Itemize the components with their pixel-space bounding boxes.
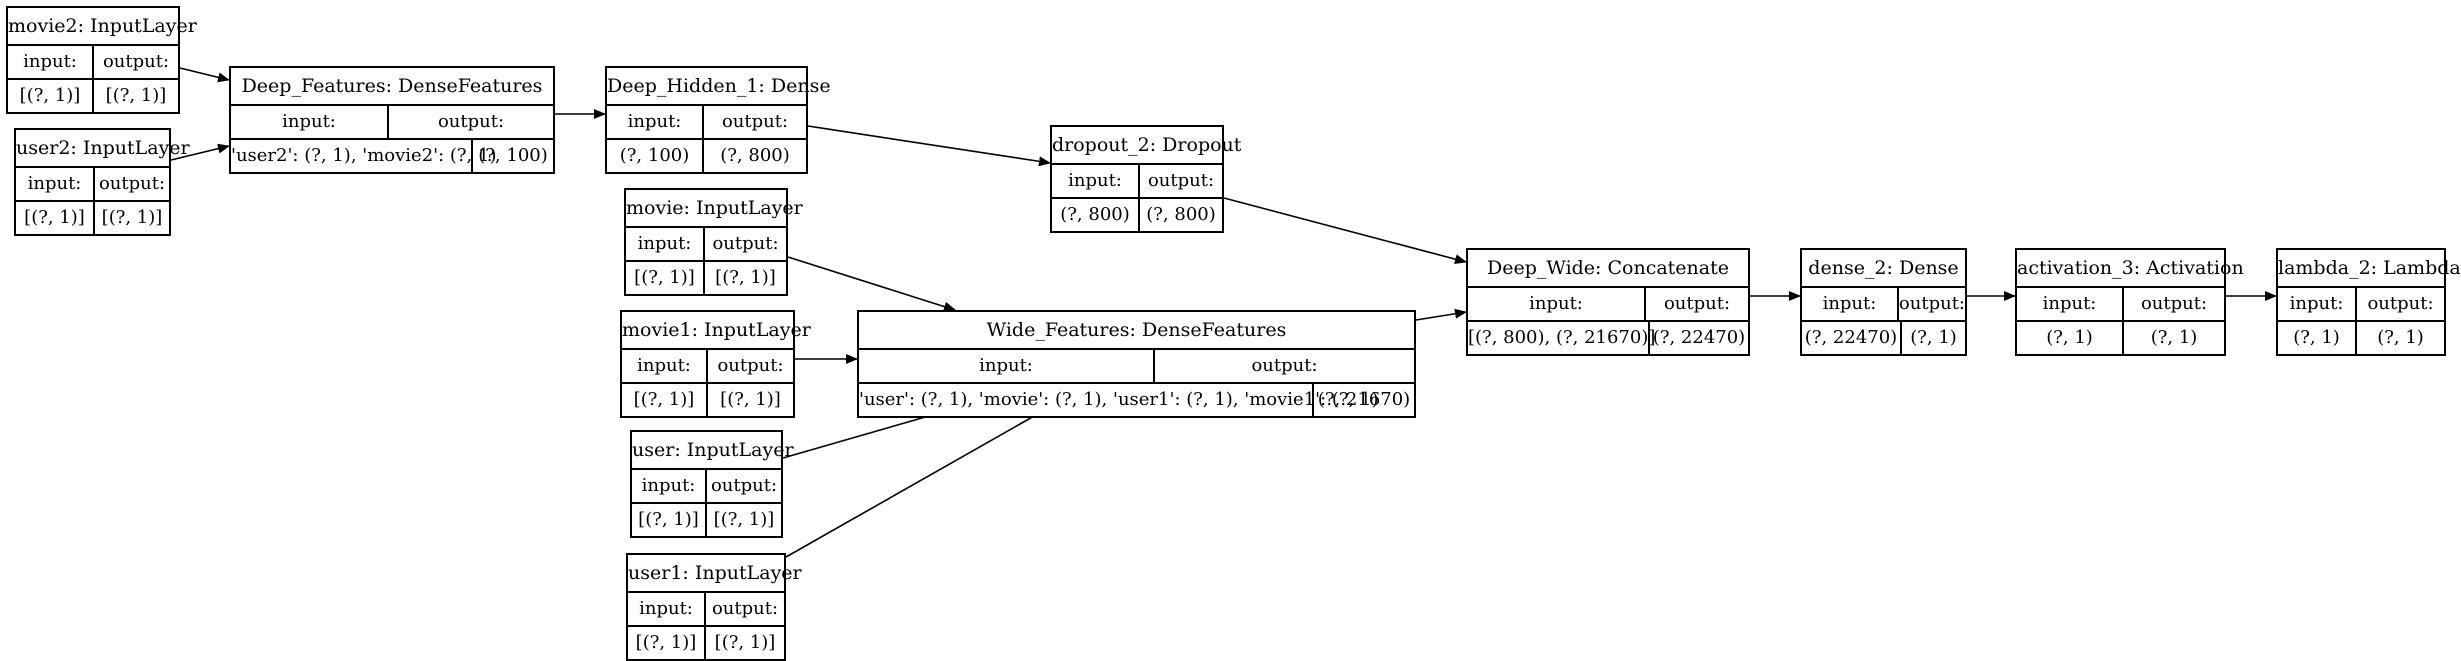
layer-node-dropout: dropout_2: Dropout input: output: (?, 800… [1050, 125, 1241, 233]
output-shape: [(?, 1)] [92, 80, 178, 112]
layer-node-deep-wide: Deep_Wide: Concatenate input: output: [(?… [1466, 248, 1750, 356]
input-shape: (?, 1) [2046, 327, 2093, 348]
layer-title: dropout_2: Dropout [1052, 127, 1241, 165]
input-label: input: [1822, 293, 1877, 314]
layer-title: user1: InputLayer [628, 555, 802, 593]
edge-dropout-to-deep-wide [1223, 197, 1467, 265]
output-label: output: [2355, 288, 2444, 320]
layer-title: movie2: InputLayer [8, 8, 197, 46]
output-label: output: [1896, 288, 1965, 320]
edge-movie2-to-deep-features [179, 67, 230, 83]
layer-node-activation: activation_3: Activation input: output: (… [2015, 248, 2244, 356]
layer-title: Wide_Features: DenseFeatures [859, 312, 1414, 350]
layer-title: lambda_2: Lambda [2278, 250, 2461, 288]
edge-user2-to-deep-features [170, 143, 230, 161]
output-label: output: [2122, 288, 2224, 320]
input-shape: [(?, 800), (?, 21670)] [1468, 327, 1656, 348]
layer-title: dense_2: Dense [1802, 250, 1965, 288]
input-shape: (?, 800) [1060, 204, 1130, 225]
output-label: output: [387, 106, 553, 138]
output-label: output: [702, 106, 806, 138]
output-shape: [(?, 1)] [703, 262, 786, 294]
input-label: input: [2042, 293, 2097, 314]
output-shape: [(?, 1)] [704, 627, 784, 659]
layer-node-dense: dense_2: Dense input: output: (?, 22470)(… [1800, 248, 1967, 356]
input-shape: (?, 22470) [1804, 327, 1898, 348]
edge-movie-to-wide-features [787, 256, 956, 312]
input-shape: [(?, 1)] [635, 632, 697, 653]
output-shape: (?, 22470) [1648, 322, 1748, 354]
input-shape: 'user2': (?, 1), 'movie2': (?, 1) [231, 145, 497, 166]
input-shape: [(?, 1)] [24, 207, 85, 228]
layer-title: movie1: InputLayer [622, 312, 811, 350]
output-shape: (?, 1) [2122, 322, 2224, 354]
input-label: input: [979, 355, 1033, 376]
layer-title: movie: InputLayer [626, 190, 803, 228]
layer-node-user2: user2: InputLayer input: output: [(?, 1)]… [14, 128, 190, 236]
output-label: output: [1644, 288, 1748, 320]
input-shape: [(?, 1)] [633, 389, 695, 410]
layer-title: Deep_Wide: Concatenate [1468, 250, 1748, 288]
layer-node-deep-features: Deep_Features: DenseFeatures input: outpu… [229, 66, 555, 174]
layer-title: user2: InputLayer [16, 130, 190, 168]
input-shape: [(?, 1)] [634, 267, 695, 288]
input-shape: 'user': (?, 1), 'movie': (?, 1), 'user1'… [859, 389, 1379, 410]
input-shape: (?, 100) [619, 145, 690, 166]
output-shape: (?, 21670) [1312, 384, 1414, 416]
layer-node-user1: user1: InputLayer input: output: [(?, 1)]… [626, 553, 802, 661]
input-label: input: [23, 51, 77, 72]
layer-node-wide-features: Wide_Features: DenseFeatures input: outpu… [857, 310, 1416, 418]
layer-title: activation_3: Activation [2017, 250, 2244, 288]
output-label: output: [92, 46, 178, 78]
layer-title: Deep_Features: DenseFeatures [231, 68, 553, 106]
output-shape: (?, 1) [1900, 322, 1965, 354]
input-shape: [(?, 1)] [19, 85, 81, 106]
input-label: input: [1529, 293, 1583, 314]
layer-title: user: InputLayer [632, 432, 794, 470]
output-shape: (?, 800) [702, 140, 806, 172]
output-shape: [(?, 1)] [93, 202, 169, 234]
output-shape: (?, 100) [471, 140, 553, 172]
output-shape: (?, 1) [2355, 322, 2444, 354]
layer-node-user: user: InputLayer input: output: [(?, 1)] [… [630, 430, 794, 538]
output-shape: [(?, 1)] [706, 384, 793, 416]
input-label: input: [637, 355, 691, 376]
layer-node-movie: movie: InputLayer input: output: [(?, 1)]… [624, 188, 803, 296]
output-label: output: [703, 228, 786, 260]
input-label: input: [2289, 293, 2344, 314]
layer-node-movie2: movie2: InputLayer input: output: [(?, 1)… [6, 6, 197, 114]
output-label: output: [93, 168, 169, 200]
input-label: input: [1068, 170, 1122, 191]
input-label: input: [641, 475, 696, 496]
input-label: input: [27, 173, 82, 194]
edge-deep-hidden-to-dropout [807, 125, 1051, 167]
edge-wide-features-to-deep-wide [1415, 308, 1467, 321]
output-label: output: [704, 593, 784, 625]
output-label: output: [1138, 165, 1222, 197]
layer-title: Deep_Hidden_1: Dense [607, 68, 831, 106]
input-label: input: [282, 111, 336, 132]
output-label: output: [706, 350, 793, 382]
input-label: input: [639, 598, 693, 619]
input-shape: [(?, 1)] [638, 509, 699, 530]
output-label: output: [1153, 350, 1414, 382]
input-label: input: [627, 111, 682, 132]
layer-node-deep-hidden: Deep_Hidden_1: Dense input: output: (?, 1… [605, 66, 831, 174]
layer-node-lambda: lambda_2: Lambda input: output: (?, 1) (?,… [2276, 248, 2461, 356]
output-shape: (?, 800) [1138, 199, 1222, 231]
output-label: output: [705, 470, 781, 502]
input-shape: (?, 1) [2293, 327, 2340, 348]
output-shape: [(?, 1)] [705, 504, 781, 536]
input-label: input: [637, 233, 692, 254]
layer-node-movie1: movie1: InputLayer input: output: [(?, 1)… [620, 310, 811, 418]
edge-user1-to-wide-features [785, 406, 1051, 558]
